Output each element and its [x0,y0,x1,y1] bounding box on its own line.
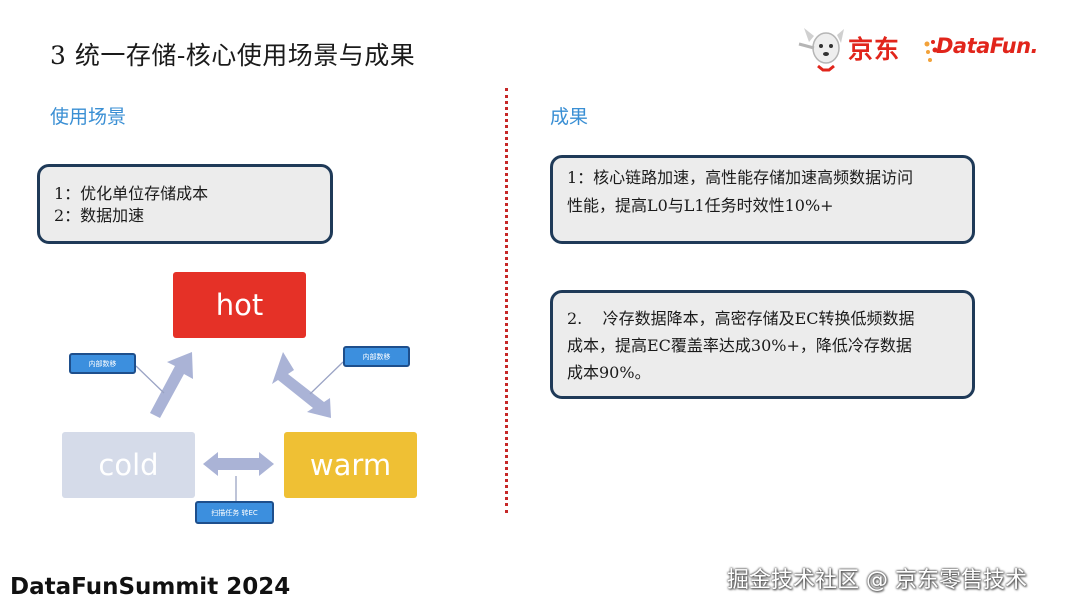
cold-tier-tile: cold [62,432,195,498]
result2-line-2: 成本，提高EC覆盖率达成30%+，降低冷存数据 [567,336,912,356]
usage-heading: 使用场景 [50,106,127,128]
results-heading: 成果 [550,106,589,128]
arrow-cold-to-hot [150,352,193,418]
arrow-cold-warm [203,452,274,476]
footer-event-name: DataFunSummit 2024 [10,574,291,600]
result1-line-2: 性能，提高L0与L1任务时效性10%+ [567,195,834,215]
datafun-spark-icon [924,40,938,62]
tag-right-connector [309,361,344,395]
tag-scan-to-ec: 扫描任务 转EC [195,501,274,524]
usage-line-2: 2：数据加速 [54,205,145,225]
result2-line-3: 成本90%。 [567,363,651,383]
hot-tier-tile: hot [173,272,306,338]
result-box-1: 1：核心链路加速，高性能存储加速高频数据访问 性能，提高L0与L1任务时效性10… [550,155,975,244]
slide-title: 3 统一存储-核心使用场景与成果 [50,41,416,70]
arrow-hot-warm [272,352,331,418]
jd-logo-text: 京东 [848,35,901,64]
tag-left-connector [135,365,165,394]
logo-area: 京东 DataFun. [796,26,1066,74]
usage-box: 1：优化单位存储成本 2：数据加速 [37,164,333,244]
dotted-divider [505,88,508,513]
warm-tier-tile: warm [284,432,417,498]
usage-line-1: 1：优化单位存储成本 [54,184,209,203]
result-box-2: 2. 冷存数据降本，高密存储及EC转换低频数据 成本，提高EC覆盖率达成30%+… [550,290,975,399]
tag-internal-migrate-right: 内部数移 [343,346,410,367]
datafun-logo-text: DataFun. [936,34,1039,58]
footer-watermark: 掘金技术社区 @ 京东零售技术 [727,568,1027,593]
result2-line-1: 2. 冷存数据降本，高密存储及EC转换低频数据 [567,309,915,328]
result1-line-1: 1：核心链路加速，高性能存储加速高频数据访问 [567,168,914,187]
tag-internal-migrate-left: 内部数移 [69,353,136,374]
jd-dog-icon [798,28,844,72]
